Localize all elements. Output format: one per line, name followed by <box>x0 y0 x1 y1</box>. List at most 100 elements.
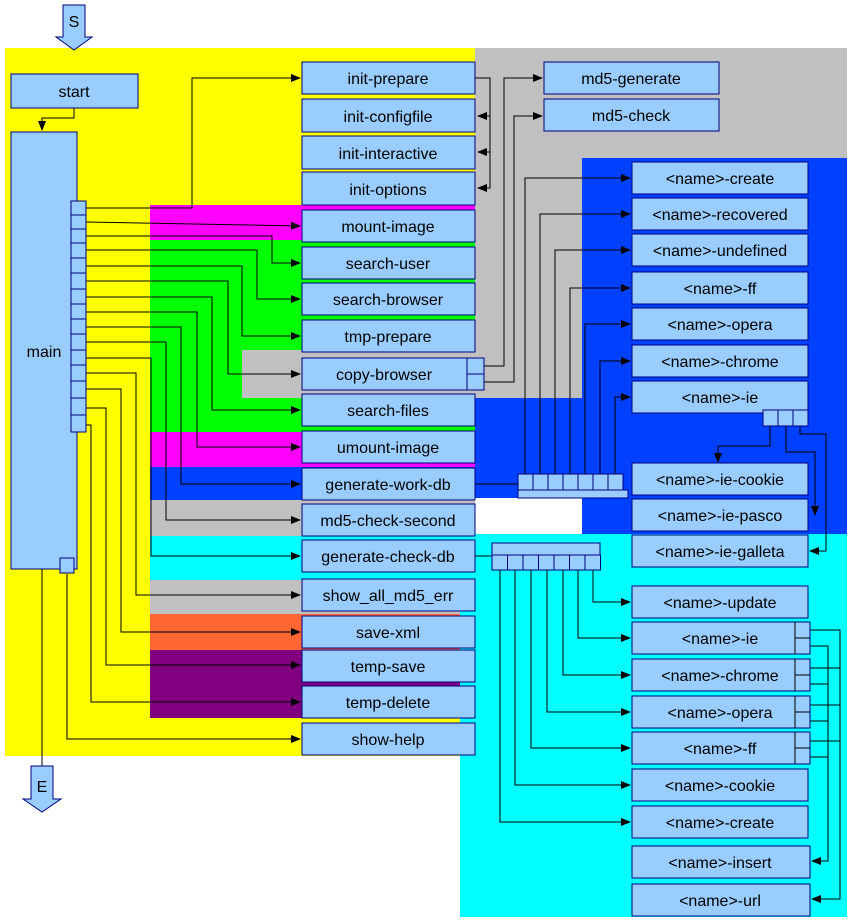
node-ie-galleta[interactable]: <name>-ie-galleta <box>631 534 809 568</box>
node-init-interactive[interactable]: init-interactive <box>301 135 476 170</box>
main-port <box>70 200 87 216</box>
node-generate-work-db-label: generate-work-db <box>325 477 451 494</box>
node-check-url[interactable]: <name>-url <box>631 883 811 917</box>
node-md5-check-second[interactable]: md5-check-second <box>301 503 476 537</box>
node-work-recovered-label: <name>-recovered <box>652 207 787 224</box>
node-work-recovered[interactable]: <name>-recovered <box>631 197 809 231</box>
node-check-url-label: <name>-url <box>679 893 761 910</box>
node-check-chrome[interactable]: <name>-chrome <box>631 658 811 692</box>
node-check-ie[interactable]: <name>-ie <box>631 621 811 655</box>
node-tmp-prepare[interactable]: tmp-prepare <box>301 319 476 353</box>
work-db-port <box>592 473 609 491</box>
work-db-port-strip <box>517 473 624 491</box>
node-umount-image-label: umount-image <box>337 440 439 457</box>
node-copy-browser-label: copy-browser <box>336 367 433 384</box>
main-port <box>70 228 87 244</box>
node-work-undefined-label: <name>-undefined <box>653 243 787 260</box>
node-umount-image[interactable]: umount-image <box>301 430 476 464</box>
node-check-create[interactable]: <name>-create <box>631 805 809 839</box>
main-port <box>70 414 87 433</box>
node-ie-pasco[interactable]: <name>-ie-pasco <box>631 498 809 532</box>
main-port-strip <box>70 200 87 433</box>
node-work-ff-label: <name>-ff <box>684 281 757 298</box>
node-mount-image[interactable]: mount-image <box>301 209 476 243</box>
node-show-help-label: show-help <box>352 732 425 749</box>
node-init-options[interactable]: init-options <box>301 171 476 206</box>
main-port <box>70 272 87 290</box>
main-port <box>70 380 87 399</box>
node-check-insert[interactable]: <name>-insert <box>631 845 811 879</box>
node-save-xml[interactable]: save-xml <box>301 615 476 649</box>
node-init-configfile[interactable]: init-configfile <box>301 98 476 133</box>
node-check-opera[interactable]: <name>-opera <box>631 695 811 729</box>
node-check-ff[interactable]: <name>-ff <box>631 731 811 765</box>
node-mount-image-label: mount-image <box>341 219 434 236</box>
end-terminal-label: E <box>37 779 48 796</box>
end-terminal-arrow <box>21 765 63 813</box>
node-main[interactable]: main <box>10 131 78 570</box>
node-show-help[interactable]: show-help <box>301 722 476 756</box>
node-check-cookie[interactable]: <name>-cookie <box>631 768 809 802</box>
gray-region-left <box>475 158 582 398</box>
node-work-create[interactable]: <name>-create <box>631 161 809 195</box>
node-work-chrome[interactable]: <name>-chrome <box>631 344 809 378</box>
node-generate-check-db-label: generate-check-db <box>321 549 455 566</box>
node-show-all-md5-err[interactable]: show_all_md5_err <box>301 578 476 612</box>
node-work-opera[interactable]: <name>-opera <box>631 307 809 341</box>
node-check-ie-label: <name>-ie <box>682 631 759 648</box>
node-md5-generate[interactable]: md5-generate <box>543 61 720 95</box>
node-generate-work-db[interactable]: generate-work-db <box>301 467 476 501</box>
node-work-ff[interactable]: <name>-ff <box>631 271 809 305</box>
node-md5-check-second-label: md5-check-second <box>320 513 455 530</box>
node-temp-save-label: temp-save <box>351 659 426 676</box>
node-init-interactive-label: init-interactive <box>339 146 438 163</box>
node-work-undefined[interactable]: <name>-undefined <box>631 233 809 267</box>
node-check-update[interactable]: <name>-update <box>631 585 809 619</box>
check-db-port <box>522 554 539 571</box>
start-terminal: S <box>54 4 94 51</box>
node-md5-check[interactable]: md5-check <box>543 98 720 132</box>
node-init-configfile-label: init-configfile <box>344 109 433 126</box>
main-port <box>70 214 87 230</box>
copy-browser-ports <box>466 357 485 391</box>
node-temp-save[interactable]: temp-save <box>301 649 476 683</box>
work-db-port <box>517 473 534 491</box>
node-save-xml-label: save-xml <box>356 625 420 642</box>
connectors <box>38 74 841 903</box>
node-search-user[interactable]: search-user <box>301 246 476 280</box>
node-search-files[interactable]: search-files <box>301 393 476 427</box>
node-temp-delete-label: temp-delete <box>346 695 431 712</box>
node-ie-pasco-label: <name>-ie-pasco <box>658 508 783 525</box>
node-ie-galleta-label: <name>-ie-galleta <box>656 544 785 561</box>
node-generate-check-db[interactable]: generate-check-db <box>301 539 476 573</box>
node-check-insert-label: <name>-insert <box>668 855 772 872</box>
check-db-port <box>553 554 570 571</box>
check-db-port <box>507 554 524 571</box>
work-db-port <box>532 473 549 491</box>
main-port <box>70 397 87 416</box>
work-db-port <box>607 473 624 491</box>
node-ie-cookie[interactable]: <name>-ie-cookie <box>631 462 809 496</box>
main-port <box>70 303 87 320</box>
node-search-browser[interactable]: search-browser <box>301 282 476 316</box>
main-port <box>70 349 87 366</box>
node-copy-browser[interactable]: copy-browser <box>301 357 468 391</box>
node-check-ff-label: <name>-ff <box>684 741 757 758</box>
node-work-ie[interactable]: <name>-ie <box>631 380 809 414</box>
node-check-chrome-label: <name>-chrome <box>661 668 778 685</box>
node-search-user-label: search-user <box>346 256 431 273</box>
node-start[interactable]: start <box>10 73 139 109</box>
main-port <box>70 318 87 335</box>
node-work-chrome-label: <name>-chrome <box>661 354 778 371</box>
start-terminal-label: S <box>69 14 80 31</box>
node-ie-cookie-label: <name>-ie-cookie <box>656 472 784 489</box>
check-db-port <box>584 554 601 571</box>
node-init-prepare-label: init-prepare <box>348 71 429 88</box>
node-search-files-label: search-files <box>347 403 429 420</box>
node-work-create-label: <name>-create <box>666 171 775 188</box>
node-start-label: start <box>58 84 90 101</box>
node-init-prepare[interactable]: init-prepare <box>301 61 476 95</box>
node-temp-delete[interactable]: temp-delete <box>301 685 476 719</box>
main-port <box>70 364 87 382</box>
